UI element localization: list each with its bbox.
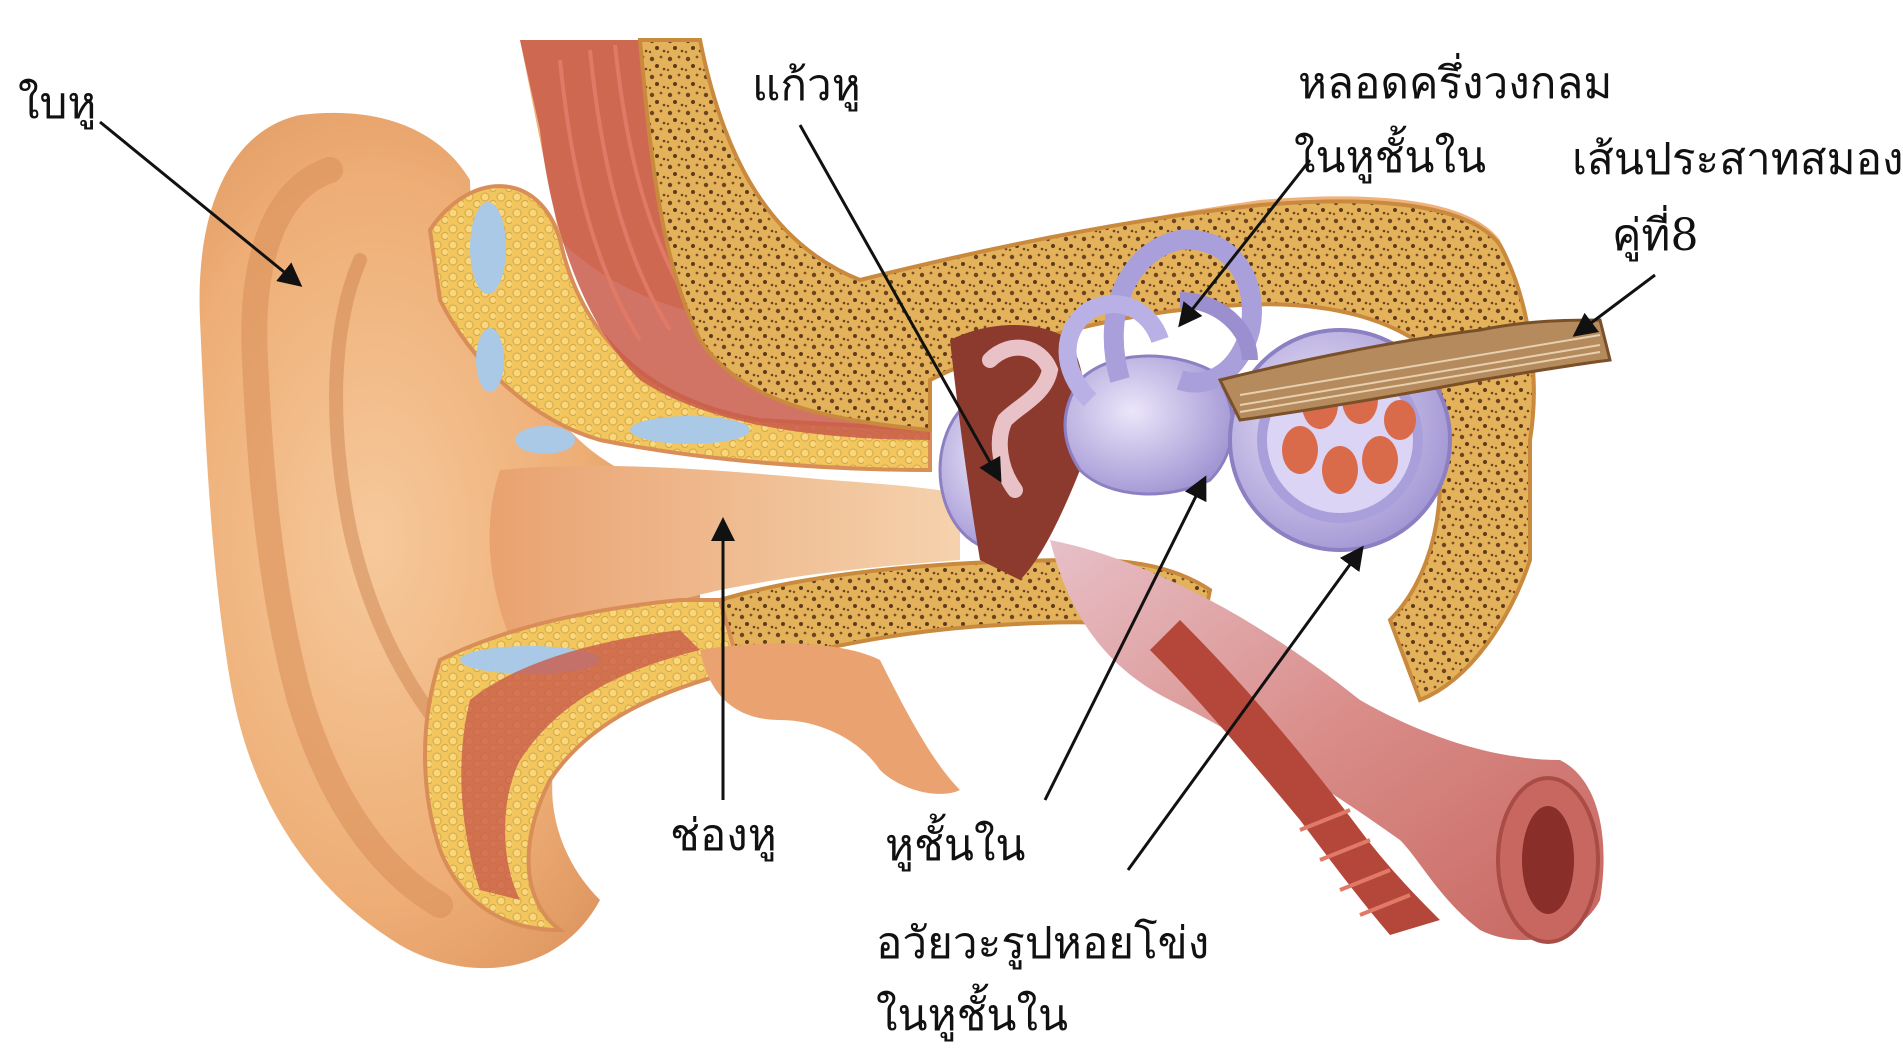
label-semicircular-canal-line1: หลอดครึ่งวงกลม [1298,58,1612,110]
arrow-nerve [1575,275,1655,335]
label-ear-canal: ช่องหู [670,810,777,862]
label-pinna: ใบหู [18,78,96,130]
arrow-eardrum [800,125,1000,480]
label-cranial-nerve-line1: เส้นประสาทสมอง [1572,134,1903,186]
label-inner-ear: หูชั้นใน [885,820,1026,872]
label-cranial-nerve-line2: คู่ที่8 [1612,210,1698,262]
label-cochlea-line2: ในหูชั้นใน [876,990,1068,1042]
label-cochlea-line1: อวัยวะรูปหอยโข่ง [876,918,1209,970]
label-semicircular-canal-line2: ในหูชั้นใน [1294,132,1486,184]
arrow-inner-ear [1045,478,1205,800]
arrow-cochlea [1128,548,1362,870]
label-eardrum: แก้วหู [752,60,861,112]
arrow-semicircular [1180,160,1310,325]
arrow-pinna [100,122,300,285]
